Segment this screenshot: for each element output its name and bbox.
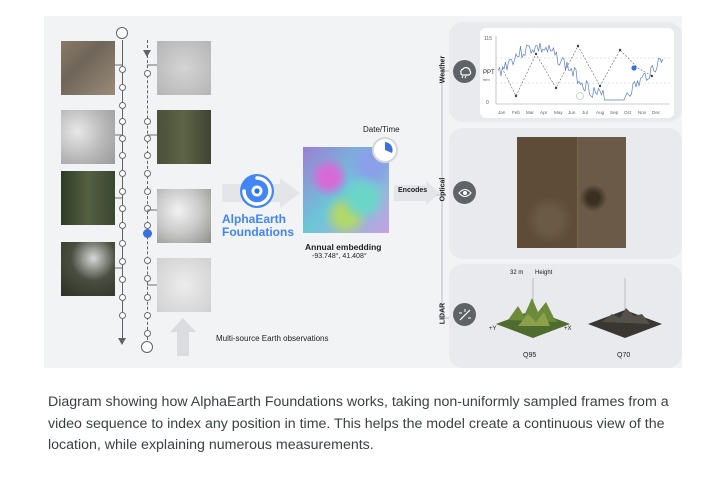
satellite-frame: [157, 189, 211, 243]
satellite-frame: [157, 110, 211, 164]
weather-icon: [453, 60, 476, 83]
alphaearth-logo-icon: [240, 174, 274, 208]
laser-icon: [453, 303, 476, 326]
sample-point: [650, 74, 654, 78]
timeline-node: [119, 294, 126, 301]
embedding-coords: -93.748°, 41.408°: [312, 253, 367, 260]
month-tick-label: Apr: [540, 110, 548, 115]
weather-label: Weather: [439, 55, 447, 84]
timeline-node: [119, 170, 126, 177]
month-tick-label: Sep: [610, 110, 619, 115]
month-tick-label: Oct: [624, 110, 632, 115]
timeline-start-icon: [116, 27, 128, 39]
encodes-label: Encodes: [398, 187, 428, 194]
arrow-down-icon: [143, 50, 151, 57]
chart-ylabel-sub: mm: [483, 77, 490, 82]
sampled-trace: [501, 45, 653, 97]
month-tick-label: Jun: [568, 110, 576, 115]
timeline-node: [119, 118, 126, 125]
timeline-node: [119, 66, 126, 73]
weather-series-line: [497, 42, 664, 101]
frame-connectors: [115, 64, 157, 286]
sample-point: [618, 48, 622, 52]
month-tick-label: Mar: [526, 110, 534, 115]
month-tick-label: Aug: [596, 110, 605, 115]
annual-embedding-image: [303, 147, 389, 233]
sun-icon: [576, 92, 584, 100]
timeline-node: [144, 152, 151, 159]
timeline-node: [144, 275, 151, 282]
month-tick-label: Dec: [652, 110, 661, 115]
satellite-frame: [157, 258, 211, 312]
lidar-height-value: 32 m: [510, 270, 524, 276]
month-tick-label: Jan: [498, 110, 506, 115]
timeline-end-icon: [141, 341, 153, 353]
satellite-frame: [61, 171, 115, 225]
month-tick-label: May: [554, 110, 563, 115]
chart-ylabel: PPT: [483, 70, 495, 76]
arrow-down-icon: [118, 338, 126, 345]
lidar-q1-label: Q95: [523, 352, 537, 359]
sample-point: [514, 94, 518, 98]
timeline-node: [119, 188, 126, 195]
lidar-label: LIDAR: [439, 302, 447, 325]
datetime-label: Date/Time: [363, 125, 400, 134]
satellite-frame: [61, 41, 115, 95]
sample-point: [534, 52, 538, 56]
satellite-frame: [61, 242, 115, 296]
encodes-arrow-icon: [394, 181, 440, 205]
optical-image: [517, 137, 626, 248]
chart-ymin: 0: [486, 100, 489, 106]
timeline-node: [144, 294, 151, 301]
timeline-node: [144, 205, 151, 212]
eye-icon: [453, 181, 476, 204]
brand-name: AlphaEarth Foundations: [222, 213, 294, 239]
month-tick-label: Nov: [638, 110, 647, 115]
timeline-node: [119, 276, 126, 283]
timeline-node: [144, 188, 151, 195]
optical-label: Optical: [439, 177, 447, 202]
timeline-node: [119, 205, 126, 212]
timeline-node: [119, 312, 126, 319]
encodes-bracket: [436, 70, 450, 319]
timeline-node: [144, 118, 151, 125]
clock-icon: [372, 137, 398, 163]
lidar-q2-label: Q70: [617, 352, 631, 359]
timeline-node: [119, 102, 126, 109]
axis-x-label: +X: [564, 326, 572, 332]
sample-point: [554, 86, 558, 90]
arrow-up-icon: [170, 318, 196, 356]
timeline-node: [119, 84, 126, 91]
satellite-frame: [157, 41, 211, 95]
timeline-node: [144, 312, 151, 319]
timeline-node: [144, 330, 151, 337]
selected-sample-point: [631, 65, 637, 71]
month-tick-label: Jul: [582, 110, 588, 115]
axis-y-label: +Y: [489, 326, 497, 332]
timeline-node: [144, 257, 151, 264]
selected-time-marker: [143, 229, 152, 238]
timeline-node: [119, 240, 126, 247]
lidar-height-label: Height: [535, 270, 553, 276]
satellite-frame: [61, 110, 115, 164]
timeline-node: [119, 258, 126, 265]
timeline-node: [119, 222, 126, 229]
lidar-plot-q95: [496, 278, 570, 338]
brand-line-1: AlphaEarth: [222, 212, 287, 226]
observations-label: Multi-source Earth observations: [216, 334, 329, 343]
month-tick-label: Feb: [512, 110, 520, 115]
sample-point: [598, 84, 602, 88]
chart-ymax: 115: [484, 36, 492, 42]
sample-point: [576, 44, 580, 48]
timeline-node: [119, 152, 126, 159]
timeline-node: [144, 222, 151, 229]
timeline-node: [119, 135, 126, 142]
timeline-node: [144, 70, 151, 77]
lidar-plot-q70: [588, 278, 662, 338]
timeline-node: [144, 170, 151, 177]
embedding-title: Annual embedding: [305, 242, 382, 252]
brand-line-2: Foundations: [222, 225, 294, 239]
figure-caption: Diagram showing how AlphaEarth Foundatio…: [48, 394, 669, 453]
